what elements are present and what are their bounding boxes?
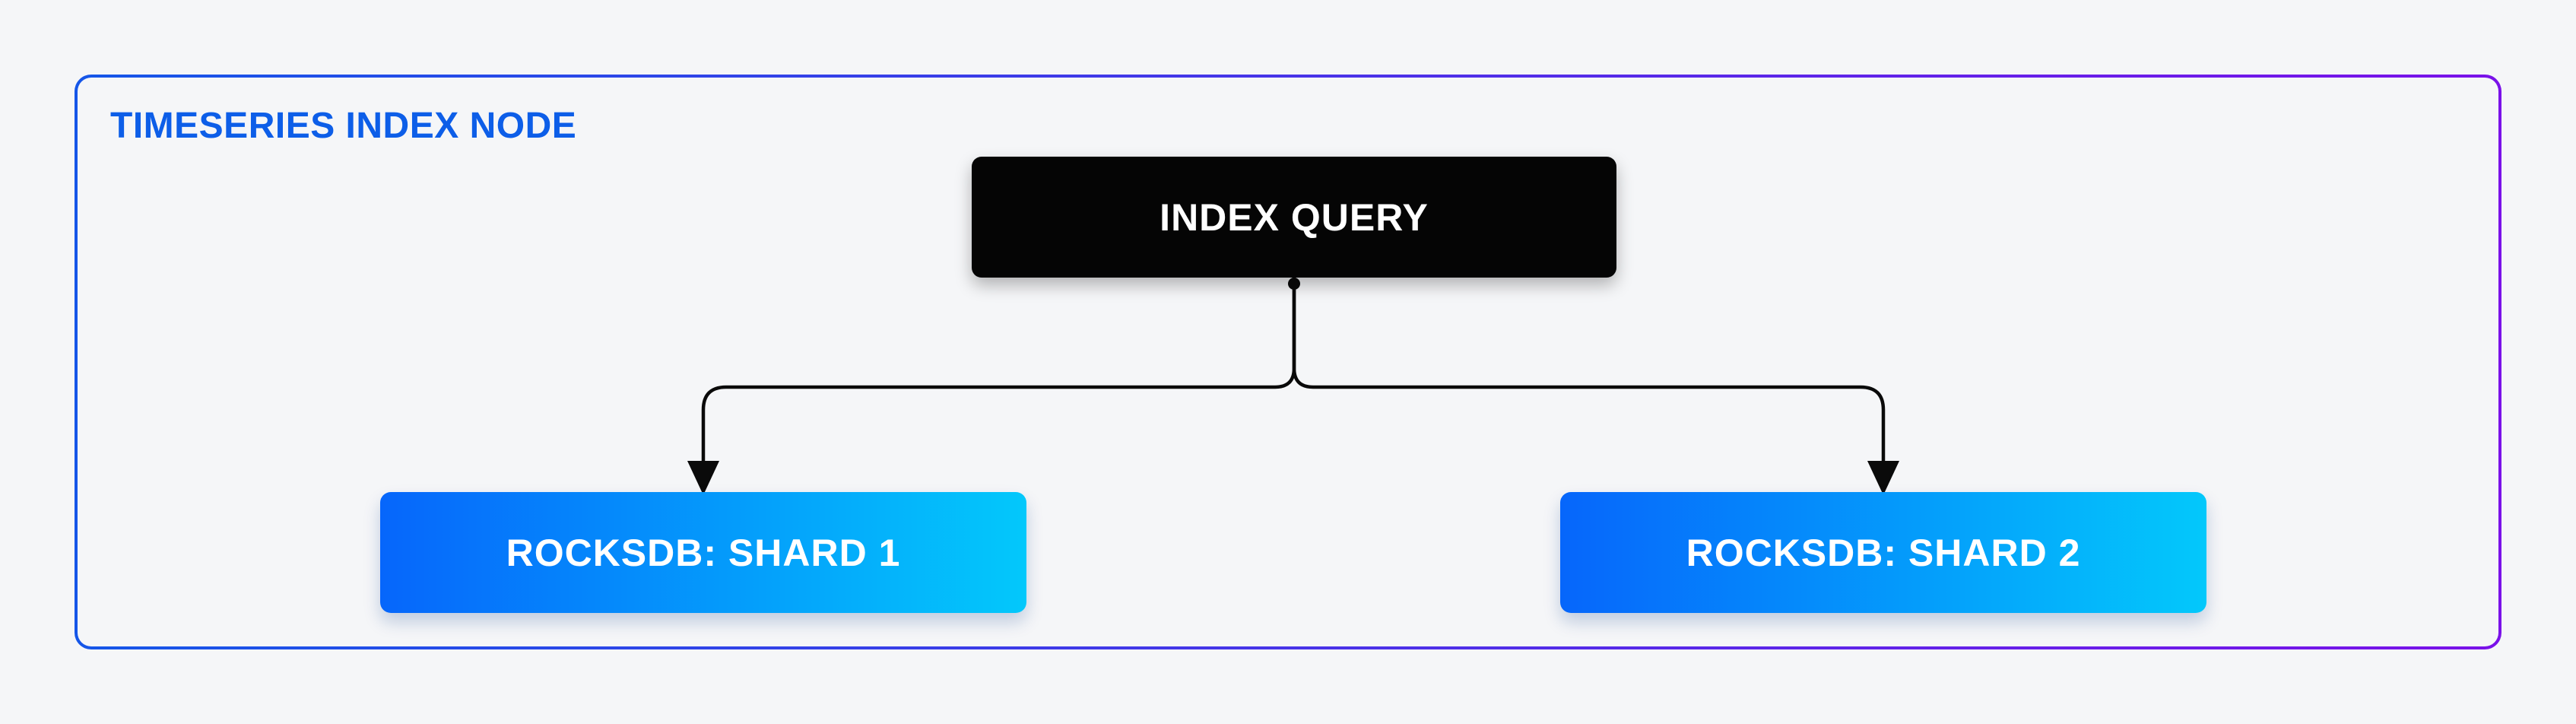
- index-query-node: INDEX QUERY: [972, 157, 1616, 278]
- index-query-label: INDEX QUERY: [1160, 195, 1429, 239]
- rocksdb-shard-2-label: ROCKSDB: SHARD 2: [1686, 531, 2081, 574]
- panel-title: TIMESERIES INDEX NODE: [110, 106, 577, 146]
- rocksdb-shard-1-label: ROCKSDB: SHARD 1: [506, 531, 901, 574]
- rocksdb-shard-1-node: ROCKSDB: SHARD 1: [380, 492, 1026, 613]
- rocksdb-shard-2-node: ROCKSDB: SHARD 2: [1560, 492, 2206, 613]
